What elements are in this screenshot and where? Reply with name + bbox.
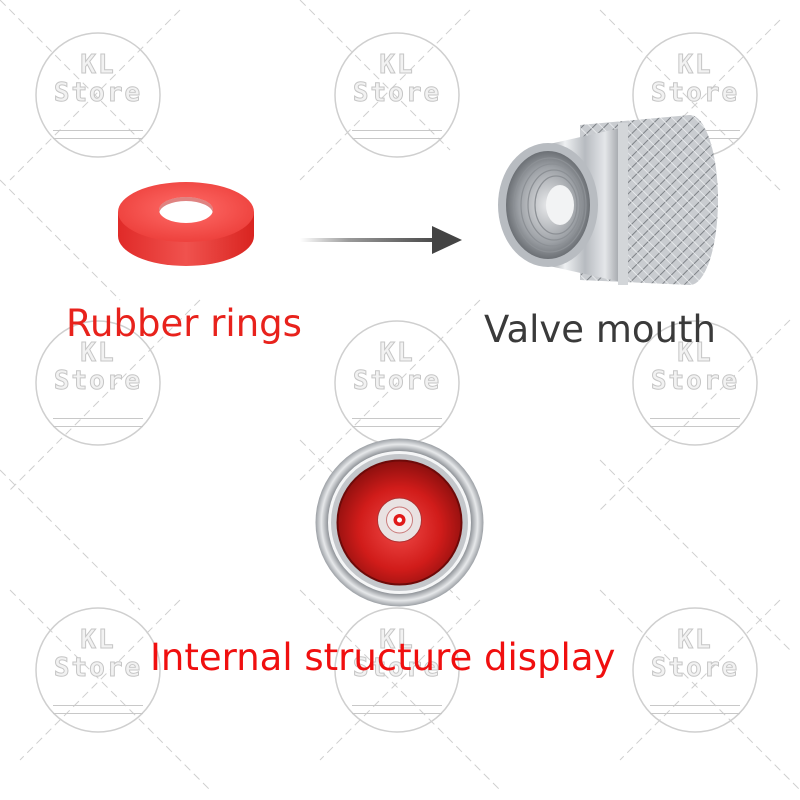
valve-mouth-label: Valve mouth <box>484 308 716 351</box>
internal-structure-label: Internal structure display <box>150 636 616 679</box>
internal-structure-image <box>315 438 484 607</box>
arrow-right-icon <box>300 226 462 254</box>
rubber-ring-image <box>118 182 254 266</box>
rubber-rings-label: Rubber rings <box>66 302 302 345</box>
valve-mouth-image <box>498 115 718 285</box>
